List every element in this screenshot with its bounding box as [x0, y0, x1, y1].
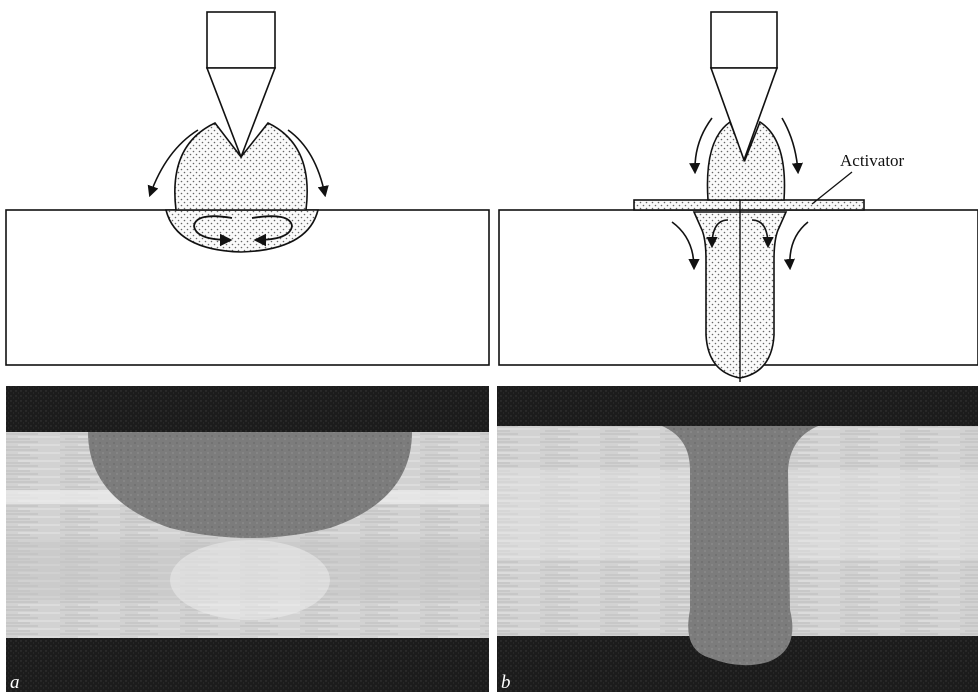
- activator-layer: [634, 200, 864, 210]
- electrode-holder-left: [207, 12, 275, 68]
- electrode-holder-right: [711, 12, 777, 68]
- activator-label: Activator: [840, 151, 905, 170]
- photo-panel-b: b: [497, 386, 978, 693]
- panel-label-a: a: [10, 672, 20, 693]
- panel-label-b: b: [501, 672, 511, 693]
- flow-arrow-arc-right: [782, 118, 798, 172]
- diagram-activated: Activator: [499, 12, 978, 382]
- diagram-conventional: [6, 12, 489, 365]
- activator-leader-line: [812, 172, 852, 204]
- photo-panel-a: a: [6, 386, 489, 693]
